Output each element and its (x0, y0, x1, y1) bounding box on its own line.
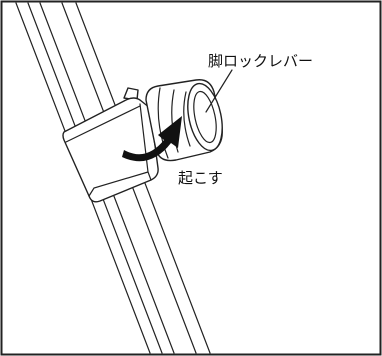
raise-arrow-icon (122, 116, 182, 162)
clamp-band-line (65, 105, 141, 143)
action-label: 起こす (178, 169, 223, 187)
lever-label: 脚ロックレバー (208, 52, 313, 70)
lever-face-inner (193, 90, 217, 144)
lever-band-line (157, 87, 169, 159)
lever-groove (183, 91, 191, 147)
lever-leader-line (205, 69, 233, 113)
leg-clamp (62, 87, 159, 203)
clamp-bottom-edge (88, 171, 149, 197)
